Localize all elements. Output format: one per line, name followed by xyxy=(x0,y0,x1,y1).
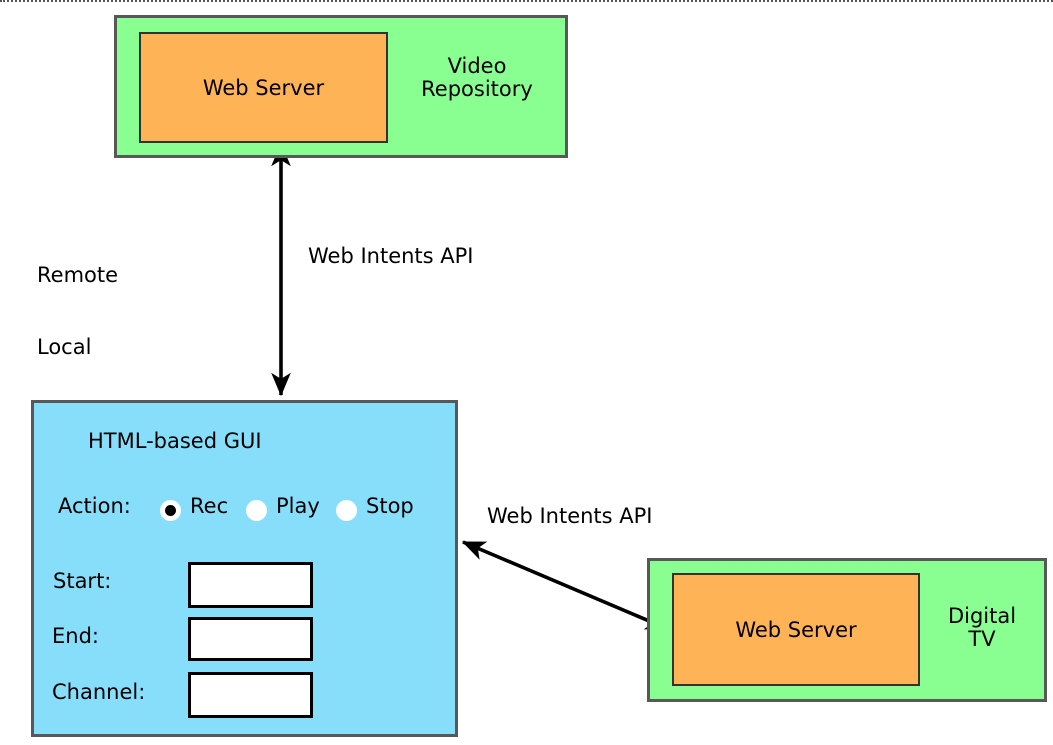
start-label: Start: xyxy=(53,569,112,593)
video-repository-caption: Video Repository xyxy=(389,55,565,101)
web-server-box-tv: Web Server xyxy=(672,573,920,686)
channel-input[interactable] xyxy=(188,672,313,718)
end-input[interactable] xyxy=(188,617,313,661)
web-server-label-remote: Web Server xyxy=(202,75,325,100)
start-input[interactable] xyxy=(188,562,313,608)
video-repository-caption-line2: Repository xyxy=(421,77,533,101)
video-repository-box: Web Server Video Repository xyxy=(114,15,568,158)
action-label: Action: xyxy=(58,494,131,518)
radio-stop[interactable] xyxy=(336,500,357,521)
digital-tv-caption-line1: Digital xyxy=(947,604,1017,628)
channel-label: Channel: xyxy=(52,680,146,704)
remote-zone-label: Remote xyxy=(37,263,119,287)
web-server-box-remote: Web Server xyxy=(139,32,388,143)
radio-play[interactable] xyxy=(246,500,267,521)
digital-tv-caption: Digital TV xyxy=(920,605,1044,651)
radio-rec[interactable] xyxy=(160,500,181,521)
radio-stop-label: Stop xyxy=(366,494,414,518)
remote-local-divider xyxy=(0,0,1053,2)
radio-rec-label: Rec xyxy=(190,494,229,518)
digital-tv-box: Web Server Digital TV xyxy=(647,558,1047,702)
html-gui-title: HTML-based GUI xyxy=(88,429,262,453)
web-intents-api-label-right: Web Intents API xyxy=(487,504,653,528)
video-repository-caption-line1: Video xyxy=(447,54,507,78)
local-zone-label: Local xyxy=(37,335,92,359)
arrow-gui-to-tv xyxy=(461,540,670,631)
end-label: End: xyxy=(52,624,99,648)
radio-play-label: Play xyxy=(276,494,320,518)
web-server-label-tv: Web Server xyxy=(735,617,857,642)
digital-tv-caption-line2: TV xyxy=(968,627,996,651)
html-gui-box: HTML-based GUI Action: Rec Play Stop Sta… xyxy=(31,400,458,737)
web-intents-api-label-top: Web Intents API xyxy=(308,244,474,268)
